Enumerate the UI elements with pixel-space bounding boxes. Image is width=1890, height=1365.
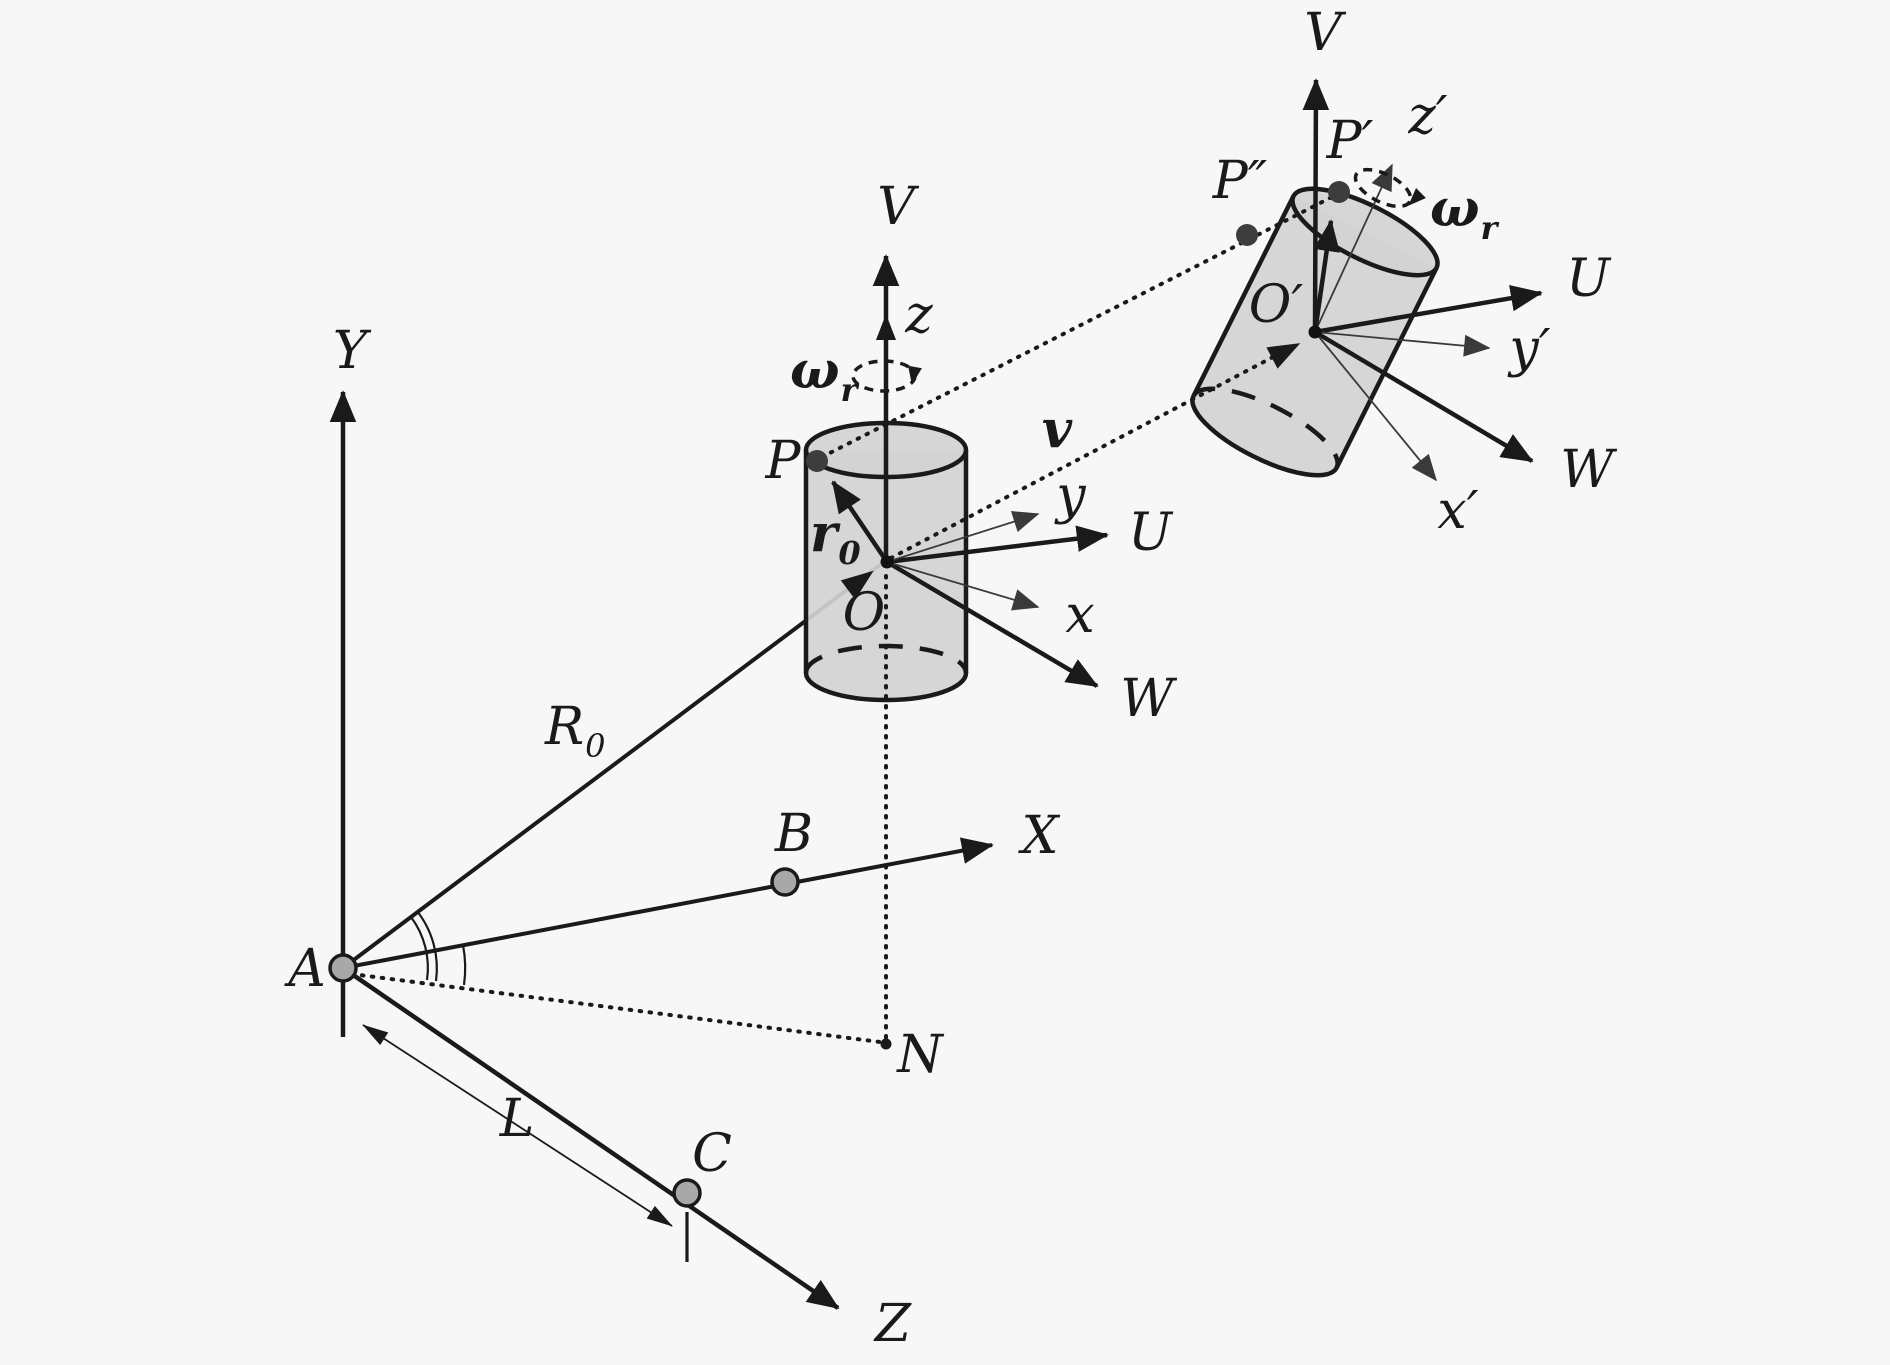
baseline-dimension-line bbox=[362, 1024, 673, 1227]
spin-ellipse-2 bbox=[1353, 167, 1413, 209]
label-omega-1: ωr bbox=[790, 340, 860, 409]
label-u-axis-2: U bbox=[1566, 249, 1612, 309]
labels: Y X Z A B C N L R0 V z U y x W P O r0 ωr… bbox=[284, 3, 1617, 1354]
cylinder2-right-edge bbox=[1334, 266, 1439, 470]
label-range-sub: 0 bbox=[585, 727, 605, 765]
label-point-b: B bbox=[774, 804, 813, 864]
label-r0-sub: 0 bbox=[838, 534, 860, 572]
label-body-z-2: z′ bbox=[1407, 86, 1447, 146]
label-body-y-1: y bbox=[1054, 466, 1086, 526]
label-omega2-sub: r bbox=[1481, 209, 1500, 247]
label-z-axis: Z bbox=[873, 1294, 912, 1354]
r0-arrowhead bbox=[840, 570, 874, 600]
z-axis-line bbox=[341, 966, 840, 1310]
x-axis-line bbox=[342, 837, 994, 970]
label-v-axis-2: V bbox=[1304, 3, 1346, 63]
body-z-axis-line-2 bbox=[1314, 163, 1393, 333]
label-center-o: O bbox=[843, 583, 886, 643]
elevation-angle-arc-outer bbox=[410, 916, 429, 981]
label-range-r0: R0 bbox=[544, 697, 606, 765]
label-omega2-main: ω bbox=[1430, 178, 1480, 239]
node-b bbox=[770, 867, 800, 897]
label-center-o-prime: O′ bbox=[1249, 275, 1304, 335]
translation-velocity-line bbox=[889, 344, 1296, 560]
label-range-main: R bbox=[544, 697, 584, 757]
label-w-axis-1: W bbox=[1120, 669, 1177, 729]
r0-vector-to-p bbox=[831, 480, 889, 564]
z-axis-arrowhead-1 bbox=[876, 314, 896, 340]
label-point-c: C bbox=[692, 1124, 732, 1184]
spin-arrowhead-1 bbox=[908, 365, 922, 385]
cylinder-target-displaced bbox=[1190, 186, 1440, 478]
range-line-r0 bbox=[341, 563, 882, 970]
label-velocity-v: v bbox=[1042, 399, 1073, 460]
v-axis-line-2 bbox=[1302, 78, 1330, 333]
cylinder2-bottom-back-edge bbox=[1191, 386, 1340, 470]
label-body-x-2: x′ bbox=[1437, 481, 1478, 541]
cylinder2-left-edge bbox=[1191, 194, 1296, 398]
body-x-axis-line-2 bbox=[1314, 331, 1437, 482]
node-o-prime bbox=[1308, 325, 1322, 339]
cylinder1-bottom-front-edge bbox=[803, 672, 969, 703]
body-y-axis-line-2 bbox=[1314, 331, 1491, 357]
point-p-prime bbox=[1328, 181, 1350, 203]
label-omega1-main: ω bbox=[790, 340, 840, 401]
label-v-axis-1: V bbox=[877, 177, 919, 237]
label-point-p-dprime: P″ bbox=[1212, 151, 1268, 211]
u-axis-line-2 bbox=[1314, 284, 1543, 335]
label-r0-vector: r0 bbox=[810, 503, 861, 572]
label-point-a: A bbox=[284, 939, 326, 999]
spin-arrowhead-2 bbox=[1408, 188, 1426, 206]
label-body-z-1: z bbox=[904, 285, 933, 345]
cylinder2-top-rim bbox=[1290, 186, 1440, 278]
body-x-axis-line-1 bbox=[886, 561, 1040, 611]
label-point-p-prime: P′ bbox=[1326, 111, 1374, 171]
cylinder1-axes bbox=[806, 196, 1332, 1042]
label-point-p: P bbox=[765, 431, 802, 491]
w-axis-line-1 bbox=[885, 560, 1099, 688]
label-r0-main: r bbox=[810, 503, 841, 564]
point-p bbox=[806, 450, 828, 472]
label-y-axis: Y bbox=[333, 321, 372, 381]
cylinder2-bottom-front-edge bbox=[1190, 394, 1339, 478]
point-p-double-prime bbox=[1236, 224, 1258, 246]
body-y-axis-line-1 bbox=[886, 511, 1040, 563]
cylinder2-axes bbox=[1236, 78, 1543, 482]
u-axis-line-1 bbox=[886, 525, 1109, 565]
r0-vector-to-p-prime bbox=[1312, 219, 1340, 333]
label-w-axis-2: W bbox=[1560, 440, 1617, 500]
elevation-angle-arc-inner bbox=[416, 910, 438, 982]
label-omega1-sub: r bbox=[841, 371, 860, 409]
label-body-x-1: x bbox=[1065, 585, 1094, 645]
label-u-axis-1: U bbox=[1128, 503, 1174, 563]
ground-projection-line-an bbox=[350, 972, 882, 1044]
label-x-axis: X bbox=[1017, 806, 1060, 866]
node-c bbox=[672, 1178, 702, 1208]
node-n bbox=[880, 1038, 892, 1050]
azimuth-angle-arc bbox=[461, 944, 467, 986]
global-frame bbox=[328, 390, 994, 1310]
node-o bbox=[880, 555, 894, 569]
label-body-y-2: y′ bbox=[1507, 319, 1550, 379]
label-omega-2: ωr bbox=[1430, 178, 1500, 247]
node-a bbox=[328, 953, 358, 983]
label-baseline-l: L bbox=[499, 1089, 535, 1149]
w-axis-line-2 bbox=[1313, 330, 1534, 463]
label-point-n: N bbox=[895, 1025, 944, 1085]
velocity-arrowhead bbox=[1266, 343, 1301, 369]
